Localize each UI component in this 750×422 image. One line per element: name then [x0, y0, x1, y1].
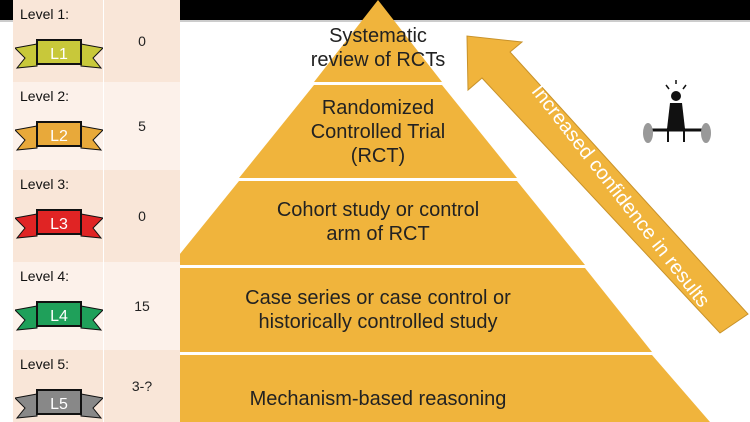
pyramid-tier-2	[239, 85, 517, 178]
pyramid-tier-1	[314, 0, 442, 82]
level-count: 15	[134, 298, 150, 314]
badge-text: L1	[50, 46, 68, 63]
level-row: Level 4: L4 15	[13, 262, 180, 350]
level-label: Level 1:	[20, 6, 70, 22]
badge-text: L3	[50, 216, 68, 233]
level-row: Level 1: L1 0	[13, 0, 180, 82]
pyramid-tier-3	[171, 181, 585, 265]
level-label: Level 4:	[20, 268, 70, 284]
level-row: Level 2: L2 5	[13, 82, 180, 170]
badge-text: L2	[50, 128, 68, 145]
badge-text: L4	[50, 308, 68, 325]
pyramid-tier-5	[46, 355, 710, 422]
weightlifter-icon	[643, 80, 711, 143]
ribbon-badge-icon: L2	[15, 121, 103, 151]
tier-5-label: Mechanism-based reasoning	[249, 388, 507, 410]
ribbon-badge-icon: L1	[15, 39, 103, 69]
level-label: Level 5:	[20, 356, 70, 372]
level-count: 0	[138, 33, 146, 49]
level-count: 0	[138, 208, 146, 224]
level-row: Level 5: L5 3-?	[13, 350, 180, 422]
ribbon-badge-icon: L5	[15, 389, 103, 419]
level-table: Level 1: L1 0 Level 2: L2 5 Level 3: L3 …	[13, 0, 180, 422]
level-count: 3-?	[131, 378, 153, 394]
ribbon-badge-icon: L4	[15, 301, 103, 331]
confidence-arrow	[466, 35, 749, 334]
pyramid-tier-4	[104, 268, 652, 352]
ribbon-badge-icon: L3	[15, 209, 103, 239]
level-count: 5	[138, 118, 146, 134]
level-row: Level 3: L3 0	[13, 170, 180, 262]
badge-text: L5	[50, 396, 68, 413]
level-label: Level 3:	[20, 176, 70, 192]
level-label: Level 2:	[20, 88, 70, 104]
